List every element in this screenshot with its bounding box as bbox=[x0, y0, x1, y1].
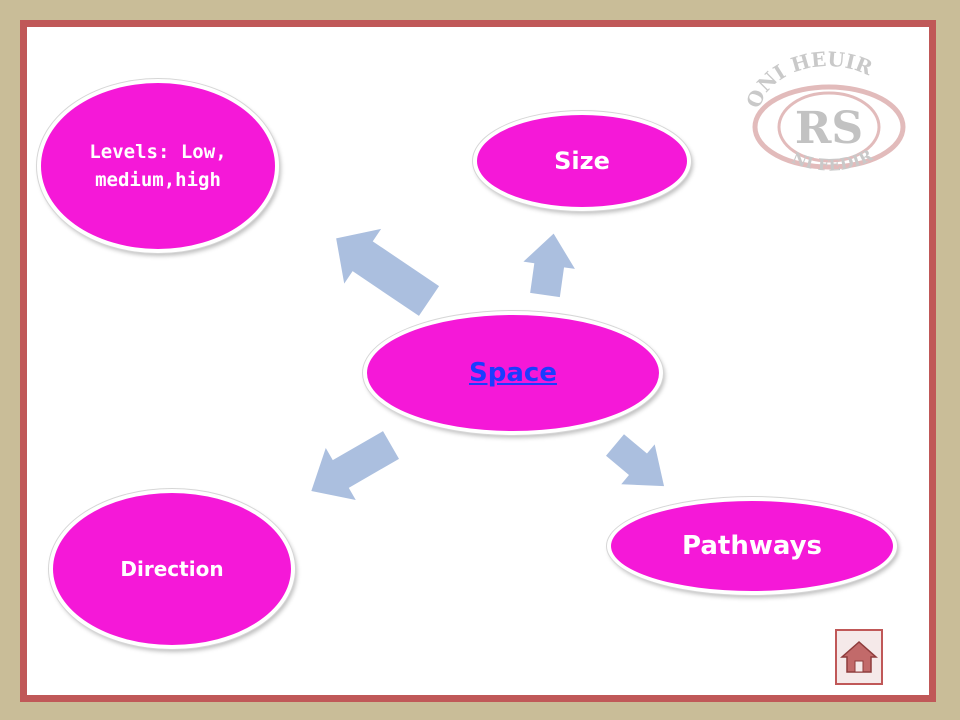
logo-monogram: RS bbox=[795, 103, 863, 154]
connector-arrows bbox=[311, 228, 665, 500]
arrow-to-pathways bbox=[606, 434, 665, 487]
home-button[interactable] bbox=[835, 629, 883, 685]
arrow-to-size bbox=[523, 233, 575, 298]
arrow-to-levels bbox=[336, 228, 440, 316]
node-size-label: Size bbox=[554, 147, 610, 175]
node-direction: Direction bbox=[49, 489, 295, 649]
node-levels: Levels: Low, medium,high bbox=[37, 79, 279, 253]
node-space: Space bbox=[363, 311, 663, 435]
node-pathways-label: Pathways bbox=[681, 531, 823, 561]
node-size: Size bbox=[473, 111, 691, 211]
node-levels-label: Levels: Low, medium,high bbox=[89, 141, 227, 191]
home-icon bbox=[840, 640, 878, 673]
arrow-to-direction bbox=[311, 431, 399, 500]
node-direction-label: Direction bbox=[120, 557, 224, 581]
space-link[interactable]: Space bbox=[469, 358, 557, 388]
school-crest-logo: ONI HEUIR NI FEDIR RS bbox=[741, 51, 906, 175]
slide-canvas: ONI HEUIR NI FEDIR RS Levels: Low, mediu… bbox=[20, 20, 936, 702]
node-pathways: Pathways bbox=[607, 497, 897, 595]
